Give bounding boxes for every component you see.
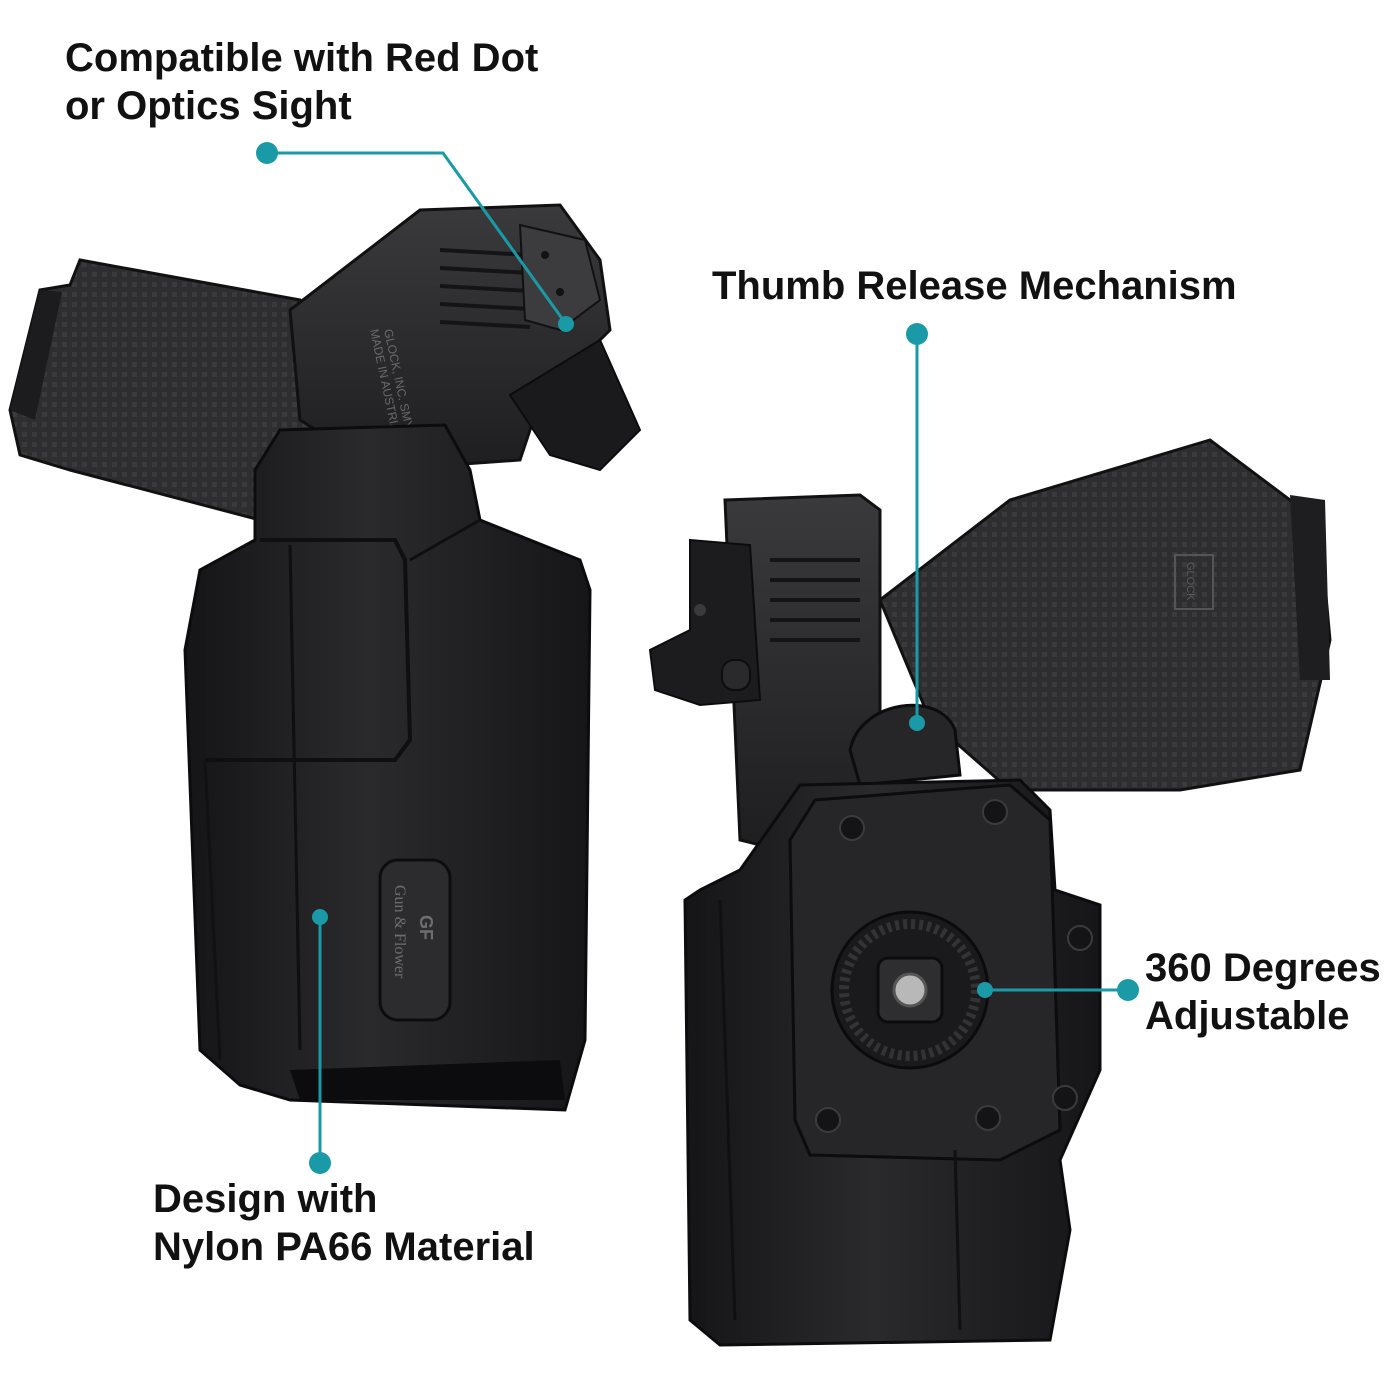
material-callout-dot (309, 1152, 331, 1174)
degrees-target-dot (977, 982, 993, 998)
thumb-release-callout-dot (906, 323, 928, 345)
callout-lines (267, 151, 1128, 1163)
callout-dots (256, 142, 1139, 1174)
badge-logo: GF (416, 915, 436, 940)
thumb-release-target-dot (909, 715, 925, 731)
badge-brand: Gun & Flower (391, 885, 408, 979)
callout-red-dot-line2: or Optics Sight (65, 84, 352, 128)
callout-red-dot: Compatible with Red Dot or Optics Sight (65, 34, 538, 130)
grip-logo: GLOCK (1184, 562, 1196, 601)
callout-360-line2: Adjustable (1145, 994, 1350, 1038)
left-holster: GF Gun & Flower (183, 423, 592, 1112)
callout-thumb-release-text: Thumb Release Mechanism (712, 264, 1237, 308)
right-pistol: GLOCK (648, 438, 1332, 852)
callout-360-line1: 360 Degrees (1145, 946, 1381, 990)
callout-360-degrees: 360 Degrees Adjustable (1145, 944, 1381, 1040)
callout-material: Design with Nylon PA66 Material (153, 1175, 535, 1271)
callout-material-line2: Nylon PA66 Material (153, 1225, 535, 1269)
callout-material-line1: Design with (153, 1177, 378, 1221)
degrees-callout-dot (1117, 979, 1139, 1001)
thumb-release-lever (848, 703, 962, 787)
red-dot-target-dot (558, 316, 574, 332)
callout-red-dot-line1: Compatible with Red Dot (65, 36, 539, 80)
brand-badge (378, 858, 452, 1022)
rotation-dial (830, 910, 990, 1070)
right-holster (683, 778, 1102, 1347)
left-pistol: MADE IN AUSTRIA GLOCK, INC. SMYRNA (8, 203, 642, 522)
callout-thumb-release: Thumb Release Mechanism (712, 262, 1237, 310)
red-dot-callout-dot (256, 142, 278, 164)
material-target-dot (312, 909, 328, 925)
